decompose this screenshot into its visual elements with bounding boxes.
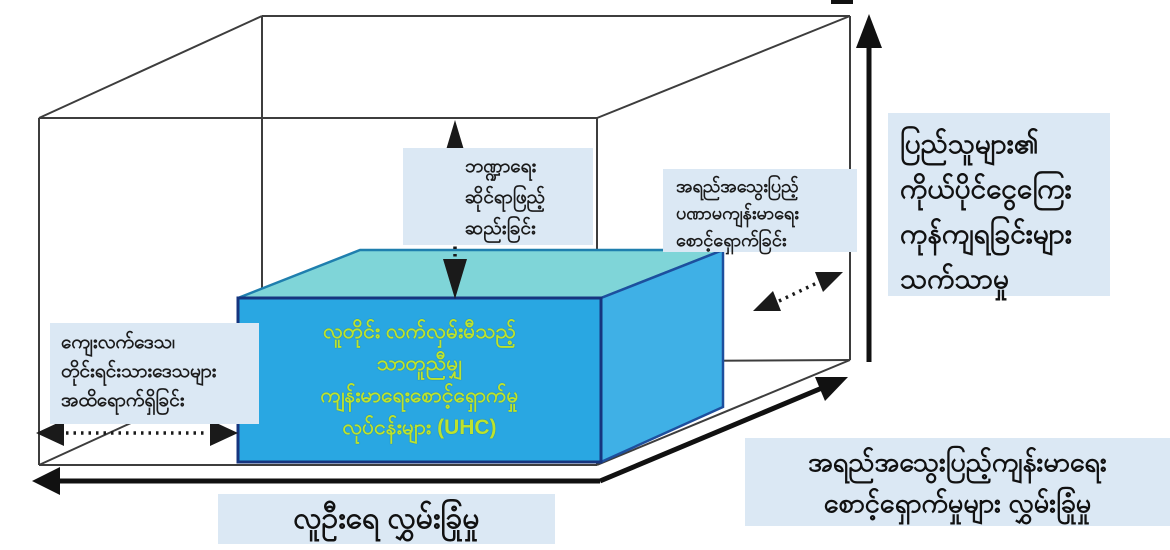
label-line: ပြည်သူများ၏ [900,128,1039,159]
label-line: ကျေးလက်ဒေသ၊ [61,332,175,353]
dotted-horizontal-arrow-icon [36,420,238,446]
label-line: ပဏာမကျန်းမာရေး [676,203,799,223]
rural-reach-label: ကျေးလက်ဒေသ၊ တိုင်းရင်းသားဒေသများ အထိရောက… [50,323,259,424]
label-line: စောင့်ရှောက်ခြင်း [676,230,787,250]
label-line: သာတူညီမျှ [376,352,463,375]
dotted-diagonal-arrow-icon [753,272,843,311]
population-axis-label: လူဦးရေ လွှမ်းခြုံမှု [218,494,555,544]
label-line: အရည်အသွေးပြည့်ကျန်းမာရေး [808,447,1107,477]
population-axis-arrow-icon [32,467,600,495]
services-axis-arrow-icon [599,377,848,484]
label-line: စောင့်ရှောက်မှုများ လွှမ်းခြုံမှု [823,488,1092,518]
label-line: ဆိုင်ရာဖြည့် [465,187,546,208]
top-edge-mark [831,0,853,4]
label-line: ဘဏ္ဍာရေး [465,156,537,177]
label-line: လူတိုင်း လက်လှမ်းမီသည့် [323,320,516,343]
label-line: အထိရောက်ရှိခြင်း [61,390,185,411]
cost-axis-arrow-icon [856,14,882,362]
label-line: လုပ်ငန်းများ (UHC) [342,416,497,439]
label-line: အရည်အသွေးပြည့် [676,176,799,196]
label-line: ကုန်ကျရခြင်းများ [900,218,1072,249]
uhc-box-label: လူတိုင်း လက်လှမ်းမီသည့် သာတူညီမျှ ကျန်းမ… [238,298,601,462]
label-line: ဆည်းခြင်း [465,218,536,239]
financial-provision-label: ဘဏ္ဍာရေး ဆိုင်ရာဖြည့် ဆည်းခြင်း [403,148,593,245]
out-of-pocket-relief-label: ပြည်သူများ၏ ကိုယ်ပိုင်ငွေကြေး ကုန်ကျရခြင… [888,113,1110,296]
label-line: လူဦးရေ လွှမ်းခြုံမှု [293,502,480,535]
uhc-box-3d [236,248,725,464]
services-axis-label: အရည်အသွေးပြည့်ကျန်းမာရေး စောင့်ရှောက်မှု… [745,438,1170,526]
label-line: တိုင်းရင်းသားဒေသများ [61,361,217,382]
label-line: ကျန်းမာရေးစောင့်ရှောက်မှု [320,384,519,407]
label-line: ကိုယ်ပိုင်ငွေကြေး [900,173,1072,204]
primary-care-label: အရည်အသွေးပြည့် ပဏာမကျန်းမာရေး စောင့်ရှော… [663,169,857,252]
label-line: သက်သာမှု [900,263,1010,294]
